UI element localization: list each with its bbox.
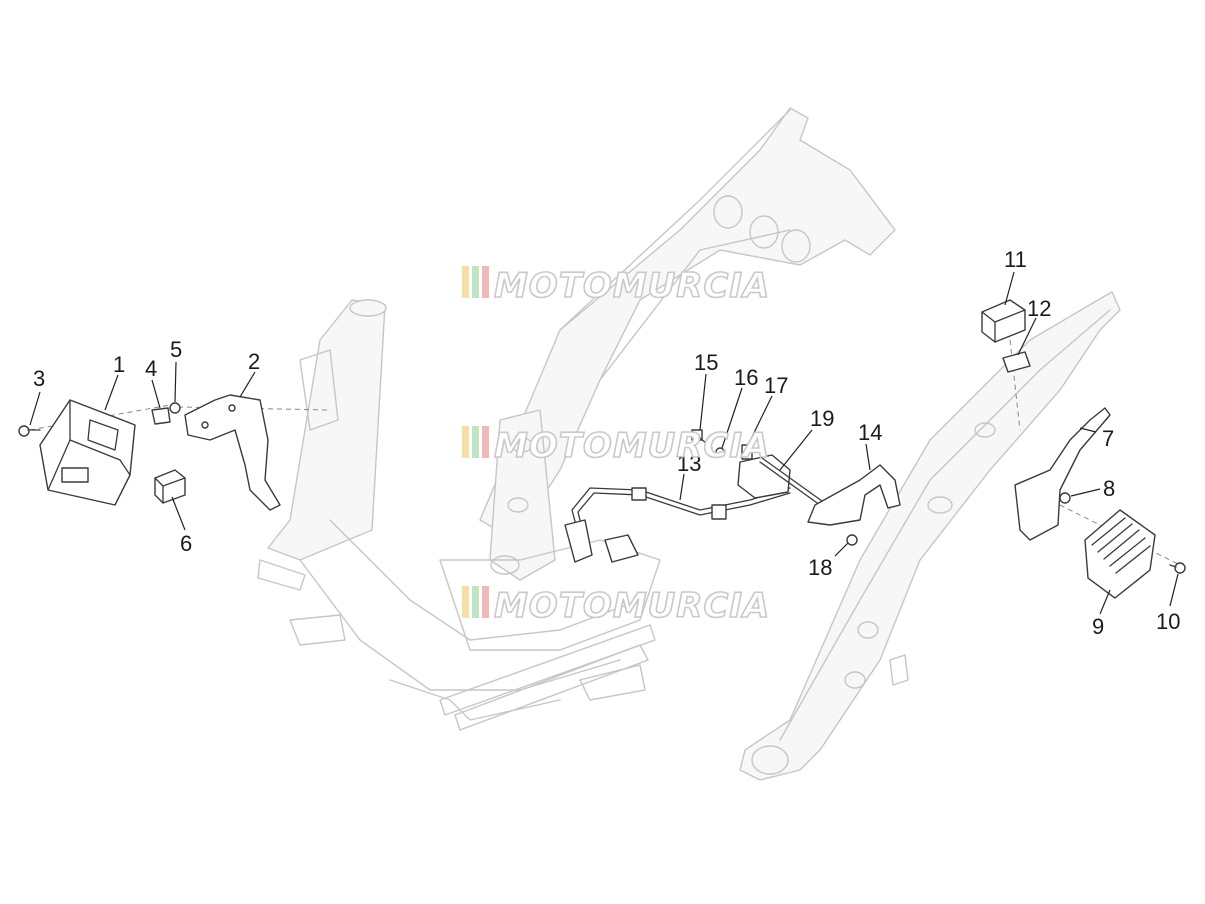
callout-16: 16 [734, 365, 758, 390]
ignition-coil [737, 454, 791, 499]
screw-3 [18, 425, 41, 437]
rear-frame [739, 291, 1121, 781]
callout-3: 3 [33, 366, 45, 391]
nut-5 [169, 402, 181, 414]
regulator-9 [1084, 509, 1156, 599]
callout-10: 10 [1156, 609, 1180, 634]
bracket-2 [184, 394, 281, 511]
callout-5: 5 [170, 337, 182, 362]
callout-13: 13 [677, 451, 701, 476]
watermark-text: MOTOMURCIA [494, 426, 770, 466]
watermark-middle: MOTOMURCIA [462, 425, 770, 467]
clip-4 [151, 407, 171, 425]
flasher-11 [981, 299, 1026, 343]
washer-16 [715, 447, 725, 457]
watermark-text: MOTOMURCIA [494, 586, 770, 626]
rubber-12 [1002, 351, 1031, 373]
callout-9: 9 [1092, 614, 1104, 639]
control-unit-part [39, 399, 136, 506]
callout-1: 1 [113, 352, 125, 377]
callout-15: 15 [694, 350, 718, 375]
callout-2: 2 [248, 349, 260, 374]
ht-cable-13 [564, 487, 791, 563]
bolt-15 [691, 429, 713, 449]
bracket-7 [1014, 407, 1111, 541]
screw-10 [1169, 562, 1186, 574]
callout-8: 8 [1103, 476, 1115, 501]
callout-7: 7 [1102, 426, 1114, 451]
callout-18: 18 [808, 555, 832, 580]
watermark-top: MOTOMURCIA [462, 265, 770, 307]
callout-11: 11 [1004, 247, 1027, 272]
nut-18 [846, 534, 858, 546]
watermark-text: MOTOMURCIA [494, 266, 770, 306]
watermark-bottom: MOTOMURCIA [462, 585, 770, 627]
callout-6: 6 [180, 531, 192, 556]
callout-4: 4 [145, 356, 157, 381]
callout-19: 19 [810, 406, 834, 431]
callout-14: 14 [858, 420, 882, 445]
callout-17: 17 [764, 373, 788, 398]
nut-8 [1059, 492, 1071, 504]
callout-labels: 1 2 3 4 5 6 7 8 9 10 11 12 13 14 15 16 1… [33, 247, 1180, 639]
bracket-14 [807, 464, 901, 526]
main-frame [257, 107, 896, 731]
callout-12: 12 [1027, 296, 1051, 321]
leader-lines [29, 271, 1179, 615]
connector-17 [741, 444, 753, 460]
relay-6 [154, 469, 186, 504]
